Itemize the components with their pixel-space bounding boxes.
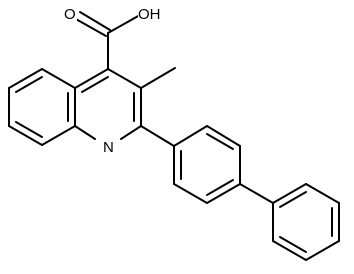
carbonyl-oxygen-label: O <box>64 6 76 23</box>
carbonyl-oxygen-mask <box>63 4 77 22</box>
phenyl-a-bond-2-inner <box>206 133 234 150</box>
quinoline-c4a-c4-inner-bond <box>81 76 109 93</box>
hydroxyl-label: OH <box>138 6 161 23</box>
phenyl-a-bond-4 <box>206 183 241 204</box>
bond-group <box>8 11 340 261</box>
phenyl-a-bond-2 <box>206 125 241 147</box>
quinoline-c4a-c4-bond <box>74 68 109 89</box>
carboxyl-c-oh-bond <box>107 14 141 34</box>
phenyl-b-bond-5 <box>272 240 307 261</box>
benzo-c5-c6-bond <box>8 68 43 89</box>
phenyl-b-bond-2 <box>305 183 340 204</box>
quinoline-to-phenyl-bond <box>140 125 175 147</box>
phenyl-a-bond-1 <box>173 125 208 147</box>
benzo-c5-c6-inner-bond <box>15 76 43 93</box>
benzo-c7-c8-inner-bond <box>15 121 43 138</box>
atom-label-group: O OH N <box>63 4 162 156</box>
carboxyl-c-o-double-bond-a <box>73 17 107 37</box>
phenyl-a-bond-4-inner <box>206 179 234 196</box>
biphenyl-link-bond <box>239 183 274 204</box>
quinoline-c2-n-bond <box>120 125 142 140</box>
nitrogen-mask <box>100 137 116 154</box>
benzo-c8-c8a-bond <box>41 125 76 146</box>
phenyl-b-bond-1-inner <box>279 191 307 208</box>
phenyl-a-bond-5 <box>173 183 208 204</box>
phenyl-b-bond-1 <box>272 183 307 204</box>
hydroxyl-mask <box>138 4 162 22</box>
benzo-c4a-c5-bond <box>41 68 76 89</box>
nitrogen-label: N <box>103 139 114 156</box>
methyl-bond <box>140 67 176 89</box>
benzo-c7-c8-bond <box>8 125 43 146</box>
carboxyl-c-o-double-bond-b <box>79 11 111 31</box>
phenyl-b-bond-4 <box>305 240 340 261</box>
quinoline-n-c8a-bond <box>74 125 96 140</box>
phenyl-b-bond-5-inner <box>279 236 307 253</box>
quinoline-c4-c3-bond <box>107 68 142 89</box>
